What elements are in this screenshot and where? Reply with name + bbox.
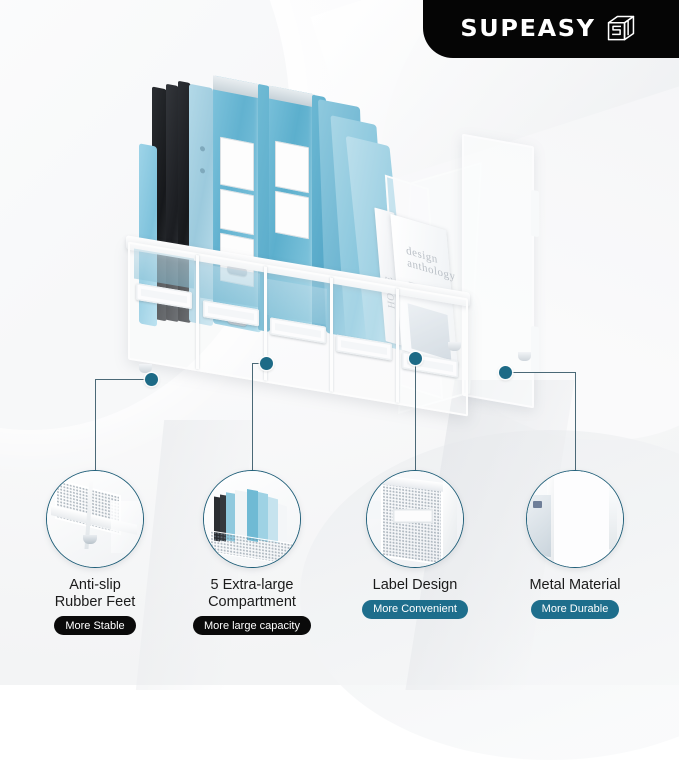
leader-line-2-vertical (252, 363, 254, 480)
brand-name: SUPEASY (460, 16, 597, 42)
binder-spine-label (275, 190, 309, 240)
feature-title-1: Anti-slip Rubber Feet (15, 577, 175, 610)
feature-thumbnail-1 (46, 470, 144, 568)
leader-line-3-vertical (415, 358, 417, 470)
binder-spine-label (219, 136, 255, 192)
leader-line-1-vertical (95, 379, 97, 470)
brand-header-bar: SUPEASY (423, 0, 679, 58)
feature-thumbnail-3 (366, 470, 464, 568)
feature-metal-material[interactable]: Metal Material More Durable (495, 470, 655, 619)
feature-title-line1: Label Design (372, 577, 458, 593)
feature-title-line1: 5 Extra-large (210, 577, 294, 593)
label-holder (336, 334, 392, 361)
callout-dot-2 (260, 357, 273, 370)
product-photo: HOME design anthology (0, 52, 679, 452)
feature-badge-2: More large capacity (193, 616, 311, 635)
feature-title-3: Label Design (335, 577, 495, 594)
feature-badge-3: More Convenient (362, 599, 468, 619)
callout-dot-3 (409, 352, 422, 365)
feature-title-line1: Anti-slip (69, 577, 121, 593)
feature-title-line2: Compartment (208, 593, 296, 610)
feature-thumbnail-4 (526, 470, 624, 568)
feature-label-design[interactable]: Label Design More Convenient (335, 470, 495, 619)
feature-badge-1: More Stable (54, 616, 136, 635)
feature-anti-slip-rubber-feet[interactable]: Anti-slip Rubber Feet More Stable (15, 470, 175, 635)
callout-dot-4 (499, 366, 512, 379)
leader-line-4-horizontal (505, 372, 575, 374)
feature-extra-large-compartment[interactable]: 5 Extra-large Compartment More large cap… (172, 470, 332, 635)
leader-line-1-horizontal (95, 379, 153, 381)
compartment-divider (196, 254, 199, 370)
leader-line-4-vertical (575, 372, 577, 470)
feature-title-line1: Metal Material (529, 577, 621, 593)
rubber-foot-right (448, 342, 461, 351)
compartment-divider (396, 288, 399, 403)
feature-thumbnail-2 (203, 470, 301, 568)
binder-spine-label (275, 140, 309, 194)
product-marketing-image: SUPEASY (0, 0, 679, 685)
feature-badge-4: More Durable (530, 599, 620, 619)
feature-title-2: 5 Extra-large Compartment (172, 577, 332, 610)
rubber-foot-left (139, 364, 152, 373)
compartment-divider (330, 277, 333, 392)
organizer-right-side-panel (462, 133, 539, 409)
book-title-design-anthology: design anthology (405, 244, 456, 284)
feature-title-line2: Rubber Feet (54, 593, 136, 610)
rubber-foot-far-right (518, 352, 531, 361)
callout-dot-1 (145, 373, 158, 386)
isometric-s-box-icon (607, 15, 634, 41)
binder-spine-label (219, 188, 255, 236)
feature-title-4: Metal Material (495, 577, 655, 594)
